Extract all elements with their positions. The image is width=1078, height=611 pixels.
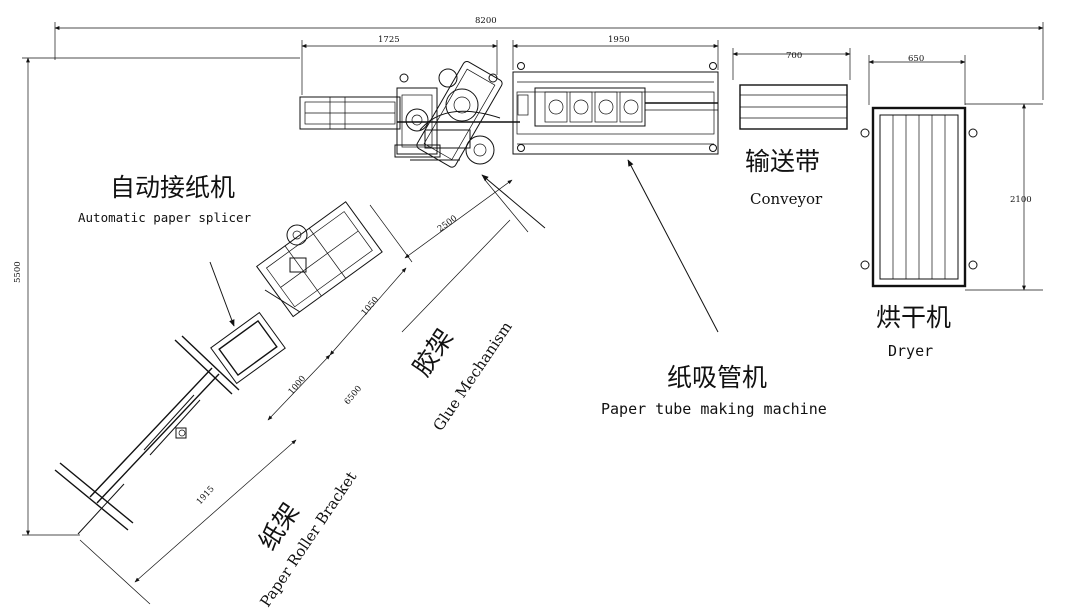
conveyor-unit xyxy=(739,84,848,130)
splicer-top-unit xyxy=(299,73,498,161)
dim-dryer-height-label: 2100 xyxy=(1010,195,1032,205)
machine-label-zh: 纸吸管机 xyxy=(667,363,767,392)
dim-dryer-height: 2100 xyxy=(965,103,1043,291)
dim-2500-label: 2500 xyxy=(436,214,459,235)
dim-total-width-label: 8200 xyxy=(475,16,497,26)
glue-rotary-unit xyxy=(416,60,503,168)
dim-conveyor-width: 700 xyxy=(732,48,851,80)
dim-total-width: 8200 xyxy=(54,16,1044,100)
dim-machine-width: 1950 xyxy=(512,35,719,70)
paper-roller-bracket xyxy=(54,335,240,535)
dim-1915-label: 1915 xyxy=(195,484,217,507)
dim-diagonal-1000: 1000 xyxy=(267,354,331,421)
dim-total-height-label: 5500 xyxy=(13,261,23,283)
dim-diagonal-2500: 2500 xyxy=(369,179,529,263)
glue-leader-arrow xyxy=(481,174,546,229)
dim-total-height: 5500 xyxy=(13,57,300,536)
dim-dryer-width: 650 xyxy=(868,54,966,105)
splicer-leader-arrow xyxy=(209,261,235,327)
splicer-label-en: Automatic paper splicer xyxy=(78,210,252,225)
dim-1000-label: 1000 xyxy=(287,374,309,397)
dryer-label-zh: 烘干机 xyxy=(876,303,951,332)
dim-conveyor-width-label: 700 xyxy=(786,51,802,61)
glue-label-zh: 胶架 xyxy=(407,324,459,382)
dryer-label-en: Dryer xyxy=(888,342,933,360)
dim-machine-width-label: 1950 xyxy=(608,35,630,45)
dim-splicer-width-label: 1725 xyxy=(378,35,400,45)
diagonal-splicer-unit xyxy=(255,201,383,318)
dim-dryer-width-label: 650 xyxy=(908,54,924,64)
conveyor-label-en: Conveyor xyxy=(750,190,823,208)
control-panel xyxy=(210,311,286,385)
dim-1050-label: 1050 xyxy=(360,295,382,318)
tube-machine xyxy=(512,62,719,155)
dim-6500-label: 6500 xyxy=(343,384,365,407)
dryer-unit xyxy=(860,106,978,288)
machine-label-en: Paper tube making machine xyxy=(601,400,827,418)
machine-leader-arrow xyxy=(627,159,719,333)
splicer-label-zh: 自动接纸机 xyxy=(110,173,235,202)
dim-splicer-width: 1725 xyxy=(301,35,498,95)
conveyor-label-zh: 输送带 xyxy=(745,147,820,176)
